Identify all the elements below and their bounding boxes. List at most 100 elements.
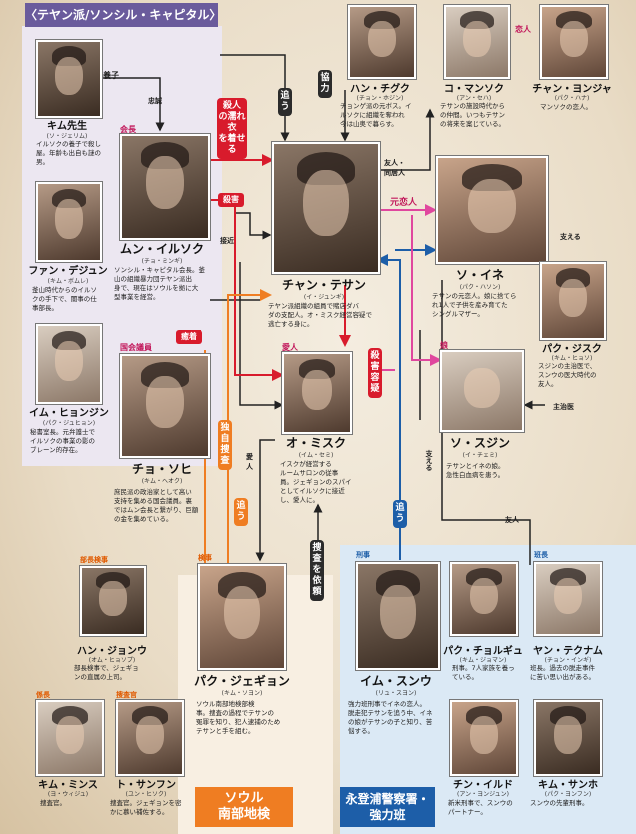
name-chan-yonja: チャン・ヨンジャ — [532, 84, 612, 95]
photo-yan-tekunamu — [534, 562, 602, 636]
desc-so-ine: テサンの元恋人。娘に捨てられ1人で子供を産み育てたシングルマザー。 — [432, 292, 517, 318]
name-so-sujin: ソ・スジン — [449, 436, 510, 450]
photo-o-misuku — [282, 352, 352, 434]
photo-kim-sanho — [534, 700, 602, 776]
name-paku-chorugyu: パク・チョルギュ — [443, 646, 523, 657]
name-kim-sensei: キム先生 — [47, 121, 87, 132]
name-kim-sanho: キム・サンホ — [538, 780, 598, 791]
desc-so-sujin: テサンとイネの娘。急性白血病を患う。 — [446, 462, 505, 479]
label-aijin: 愛人 — [246, 453, 253, 471]
desc-im-sunu: 強力班刑事でイネの恋人。脱走犯テサンを追う中、イネの娘がテサンの子と知り、苦悩す… — [348, 700, 433, 735]
role-yan-tekunamu: 班長 — [534, 551, 548, 559]
desc-cho-sohi: 庶民派の政治家として高い支持を集める国会議員。裏ではムン会長と繋がり、巨額の金を… — [114, 488, 199, 523]
name-moon-ilsok: ムン・イルソク — [119, 242, 204, 256]
label-oi3: 追う — [393, 500, 407, 528]
photo-im-hyonjin — [36, 324, 102, 404]
label-yujin: 友人・同居人 — [384, 159, 405, 177]
label-satsujin: 殺人の濡れ衣を着せる — [217, 98, 247, 159]
role-paku-jegyon: 検事 — [198, 554, 212, 562]
role-han-jonu: 部長検事 — [80, 556, 108, 564]
photo-han-chigyu — [348, 5, 416, 79]
reading-yan-tekunamu: (チョン・インギ) — [544, 657, 592, 664]
photo-paku-chorugyu — [450, 562, 518, 636]
reading-kim-minsu: (ヨ・ウィジュ) — [47, 791, 89, 798]
photo-fan-dejun — [36, 182, 102, 262]
photo-cho-sohi — [120, 354, 210, 458]
photo-han-jonu — [80, 566, 146, 636]
label-yujin2: 友人 — [505, 516, 519, 524]
photo-so-ine — [436, 156, 548, 264]
photo-kim-minsu — [36, 700, 104, 776]
desc-im-hyonjin: 秘書室長。元弁護士でイルソクの事業の影のブレーン的存在。 — [30, 428, 95, 454]
label-dokuhaku: 独自捜査 — [218, 420, 232, 470]
label-chusei: 忠誠 — [148, 97, 162, 105]
desc-kim-sanho: スンウの先輩刑事。 — [530, 799, 589, 807]
desc-han-jonu: 部長検事で、ジェギョンの直属の上司。 — [74, 664, 139, 681]
reading-im-hyonjin: (パク・ジュヒョン) — [42, 420, 96, 427]
desc-moon-ilsok: ソンシル・キャピタル会長。釜山の組織暴力団テヤン派出身で、現在はソウルを拠に大型… — [114, 266, 205, 301]
desc-paku-jegyon: ソウル南部地検部検事。捜査の過程でテサンの冤罪を知り、犯人逮捕のためテサンと手を… — [196, 700, 281, 735]
photo-to-sanfon — [116, 700, 184, 776]
name-paku-jisuku: パク・ジスク — [542, 344, 602, 355]
photo-chan-yonja — [540, 5, 608, 79]
label-satsugai: 殺害 — [218, 193, 244, 207]
reading-ko-mansok: (アン・セハ) — [456, 95, 492, 102]
photo-moon-ilsok — [120, 134, 210, 240]
name-o-misuku: オ・ミスク — [285, 436, 346, 450]
label-sasaeru: 支える — [560, 233, 581, 241]
header-police: 永登浦警察署・強力班 — [340, 787, 435, 827]
photo-ko-mansok — [444, 5, 510, 79]
reading-im-sunu: (リュ・スヨン) — [375, 690, 417, 697]
reading-kim-sensei: (ソ・ジェリム) — [46, 133, 88, 140]
photo-paku-jisuku — [540, 262, 606, 340]
role-im-sunu: 刑事 — [356, 551, 370, 559]
name-yan-tekunamu: ヤン・テクナム — [533, 646, 603, 657]
label-yuchaku: 癒着 — [176, 330, 202, 344]
role-kim-minsu: 係長 — [36, 691, 50, 699]
role-to-sanfon: 捜査官 — [116, 691, 137, 699]
desc-kim-sensei: イルソクの養子で殺し屋。年齢も出自も謎の男。 — [36, 140, 101, 166]
desc-yan-tekunamu: 班長。過去の脱走事件に苦い思い出がある。 — [530, 664, 595, 681]
reading-han-jonu: (オム・ヒョソプ) — [88, 657, 136, 664]
role-o-misuku: 愛人 — [282, 343, 298, 352]
photo-chan-tesan — [272, 142, 380, 274]
name-to-sanfon: ト・サンフン — [116, 780, 176, 791]
label-shujii: 主治医 — [553, 403, 574, 411]
role-chan-yonja: 恋人 — [515, 25, 531, 34]
photo-paku-jegyon — [198, 564, 286, 670]
name-kim-minsu: キム・ミンス — [38, 780, 98, 791]
photo-im-sunu — [356, 562, 440, 670]
label-sousa-irai: 捜査を依頼 — [310, 540, 324, 601]
name-chan-tesan: チャン・テサン — [282, 278, 366, 292]
reading-o-misuku: (イム・セミ) — [298, 452, 334, 459]
role-so-sujin: 娘 — [440, 341, 448, 350]
label-sekkin: 接近 — [220, 237, 234, 245]
name-im-sunu: イム・スンウ — [360, 674, 432, 688]
reading-so-ine: (パク・ハソン) — [459, 284, 501, 291]
reading-moon-ilsok: (チョ・ミンギ) — [141, 258, 183, 265]
name-ko-mansok: コ・マンソク — [444, 84, 504, 95]
header-teyan: 〈テヤン派/ソンシル・キャピタル〉 — [25, 3, 221, 27]
header-seoul: ソウル南部地検 — [195, 787, 293, 827]
photo-chin-irudo — [450, 700, 518, 776]
desc-fan-dejun: 釜山時代からのイルソクの手下で、闇事の仕事部長。 — [32, 286, 97, 312]
desc-ko-mansok: テサンの施設時代からの仲間。いつもテサンの将来を案じている。 — [440, 102, 505, 128]
reading-han-chigyu: (チョン・ホジン) — [356, 95, 404, 102]
desc-kim-minsu: 捜査官。 — [40, 799, 66, 807]
photo-so-sujin — [440, 350, 524, 432]
reading-paku-jegyon: (キム・ソヨン) — [221, 690, 263, 697]
reading-chan-tesan: (イ・ジュンギ) — [303, 294, 345, 301]
desc-to-sanfon: 捜査官。ジェギョンを密かに慕い補佐する。 — [110, 799, 182, 816]
reading-chin-irudo: (アン・ヨンジュン) — [456, 791, 510, 798]
desc-chan-tesan: テヤン派組織の組員で賭店ダバダの支配人。オ・ミスク経営容疑で逃亡する身に。 — [268, 302, 372, 328]
desc-chin-irudo: 新米刑事で、スンウのパートナー。 — [448, 799, 513, 816]
label-oi: 追う — [278, 88, 292, 116]
label-sasugai-yogi: 殺害容疑 — [368, 348, 382, 398]
name-paku-jegyon: パク・ジェギョン — [194, 674, 290, 688]
label-yoshi: 養子 — [103, 71, 119, 80]
reading-fan-dejun: (キム・ボムレ) — [47, 278, 89, 285]
reading-kim-sanho: (パク・ヨンフン) — [544, 791, 592, 798]
name-chin-irudo: チン・イルド — [453, 780, 513, 791]
reading-cho-sohi: (キム・ヘオク) — [141, 478, 183, 485]
